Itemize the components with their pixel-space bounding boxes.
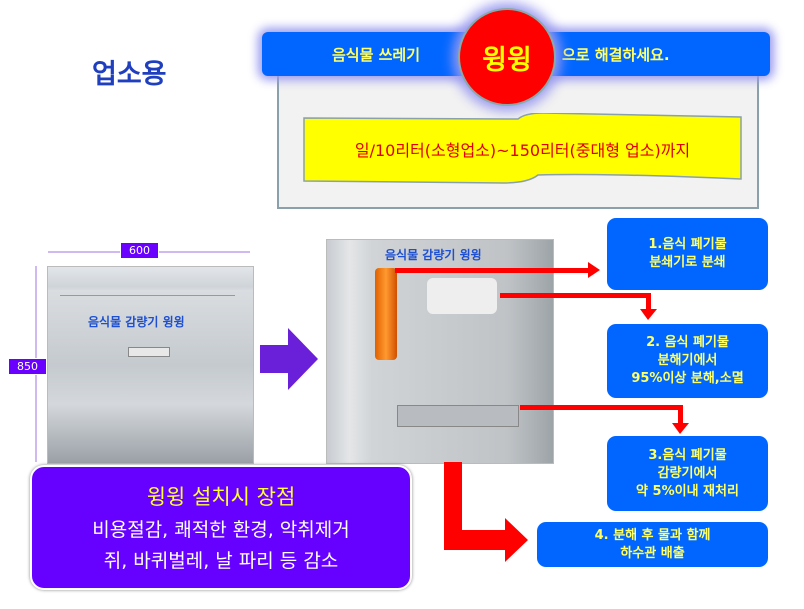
decomposer-unit	[427, 278, 497, 314]
step-3-box: 3.음식 폐기물 감량기에서 약 5%이내 재처리	[607, 436, 768, 511]
capacity-text: 일/10리터(소형업소)~150리터(중대형 업소)까지	[354, 141, 691, 160]
advantages-panel: 윙윙 설치시 장점 비용절감, 쾌적한 환경, 악취제거 쥐, 바퀴벌레, 날 …	[30, 465, 412, 590]
banner-left-text: 음식물 쓰레기	[332, 46, 421, 64]
height-dimension: 850	[8, 358, 47, 375]
step-4-line-2: 하수관 배출	[620, 545, 685, 561]
step-3-line-2: 감량기에서	[657, 465, 718, 481]
step-4-line-1: 4. 분해 후 물과 함께	[594, 527, 711, 543]
grinder-unit	[375, 268, 397, 360]
step-3-line-1: 3.음식 폐기물	[648, 447, 727, 463]
ribbon-shape	[303, 113, 742, 184]
advantages-line-1: 비용절감, 쾌적한 환경, 악취제거	[92, 519, 350, 541]
step-1-box: 1.음식 폐기물 분쇄기로 분쇄	[607, 218, 768, 290]
step-1-line-1: 1.음식 폐기물	[648, 237, 727, 252]
page-title: 업소용	[92, 59, 167, 90]
advantages-line-2: 쥐, 바퀴벌레, 날 파리 등 감소	[103, 550, 339, 572]
cabinet-photo: 음식물 감량기 윙윙	[47, 266, 254, 464]
step-2-line-2: 분해기에서	[657, 353, 718, 368]
step-3-line-3: 약 5%이내 재처리	[636, 483, 739, 499]
advantages-title: 윙윙 설치시 장점	[146, 485, 296, 509]
step-2-line-1: 2. 음식 폐기물	[646, 335, 729, 350]
internal-photo: 음식물 감량기 윙윙	[326, 239, 554, 464]
capacity-ribbon: 일/10리터(소형업소)~150리터(중대형 업소)까지	[303, 113, 742, 185]
banner-right-text: 으로 해결하세요.	[562, 46, 670, 64]
step-1-line-2: 분쇄기로 분쇄	[649, 255, 726, 270]
photo-left-label: 음식물 감량기 윙윙	[88, 315, 185, 329]
brand-circle: 윙윙	[458, 8, 556, 106]
width-dimension: 600	[120, 242, 159, 259]
tray	[397, 405, 519, 427]
purple-arrow-icon	[260, 328, 318, 390]
step-4-box: 4. 분해 후 물과 함께 하수관 배출	[537, 522, 768, 567]
drawer-handle	[128, 347, 170, 357]
photo-right-label: 음식물 감량기 윙윙	[385, 248, 482, 262]
step-2-line-3: 95%이상 분해,소멸	[631, 371, 744, 386]
step-2-box: 2. 음식 폐기물 분해기에서 95%이상 분해,소멸	[607, 324, 768, 398]
